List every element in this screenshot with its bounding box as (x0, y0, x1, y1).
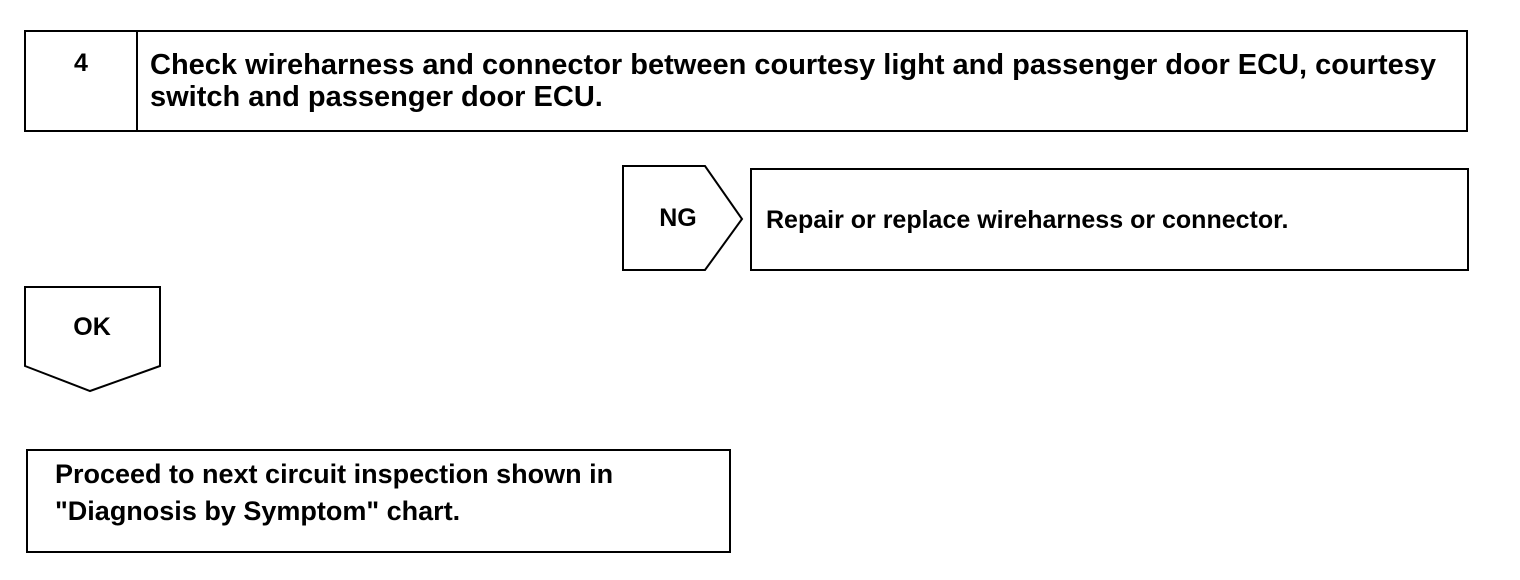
next-step-box: Proceed to next circuit inspection shown… (26, 449, 731, 553)
ng-label: NG (659, 204, 697, 232)
step-number: 4 (26, 32, 138, 130)
ng-arrow-shape (622, 165, 744, 271)
ok-label: OK (73, 313, 111, 341)
ok-arrow-shape (24, 286, 161, 393)
step-text: Check wireharness and connector between … (150, 49, 1437, 113)
step-box: 4 Check wireharness and connector betwee… (24, 30, 1468, 132)
ng-action-box: Repair or replace wireharness or connect… (750, 168, 1469, 271)
